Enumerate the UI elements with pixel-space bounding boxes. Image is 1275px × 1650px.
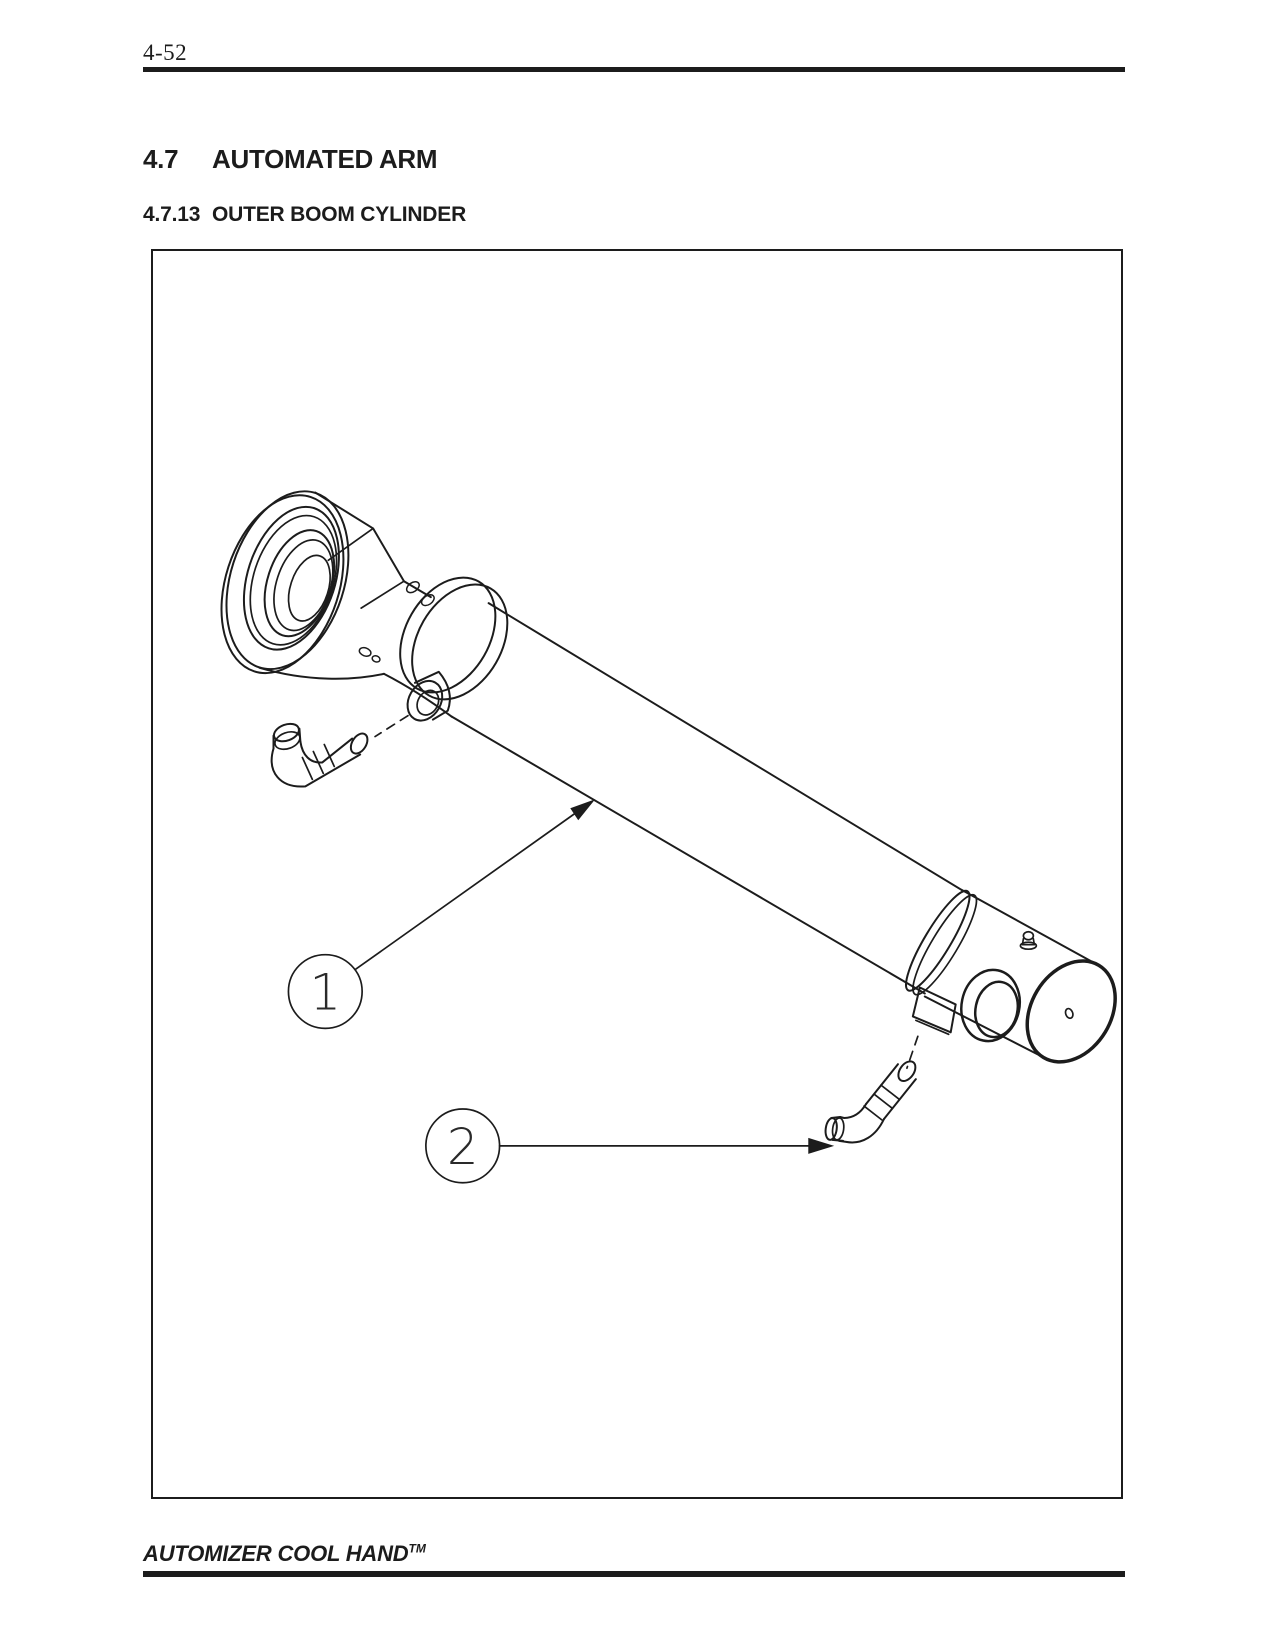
subsection-heading: 4.7.13 OUTER BOOM CYLINDER: [143, 203, 466, 227]
section-number: 4.7: [143, 144, 179, 174]
grease-fitting: [1019, 930, 1038, 951]
section-heading: 4.7 AUTOMATED ARM: [143, 144, 438, 175]
callout-1-arrowhead: [570, 799, 596, 821]
rod-eye: [220, 490, 453, 718]
callout-2-arrowhead: [808, 1137, 835, 1154]
callout-1-number: 1: [309, 963, 341, 1021]
subsection-number: 4.7.13: [143, 203, 201, 226]
pivot-bore: [960, 968, 1022, 1043]
figure-frame: 1 2: [151, 249, 1123, 1499]
elbow-fitting-1: [270, 722, 369, 788]
trademark-symbol: TM: [408, 1541, 426, 1556]
centerline-1: [374, 714, 409, 738]
port-boss: [406, 670, 451, 722]
page-number: 4-52: [143, 40, 188, 65]
footer-rule: [143, 1571, 1125, 1577]
footer-brand-text: AUTOMIZER COOL HAND: [143, 1541, 409, 1566]
centerline-2: [906, 1035, 919, 1070]
subsection-title: OUTER BOOM CYLINDER: [212, 203, 467, 226]
gland-collar: [399, 576, 509, 701]
section-title: AUTOMATED ARM: [212, 144, 438, 174]
callout-2-number: 2: [447, 1118, 479, 1176]
elbow-fitting-2: [824, 1060, 917, 1144]
port-block: [911, 986, 957, 1036]
header-rule: [143, 67, 1125, 72]
cap-end: [905, 888, 1117, 1064]
callout-2: [425, 1108, 835, 1184]
footer-brand: AUTOMIZER COOL HANDTM: [143, 1541, 426, 1567]
callout-1-leader: [354, 812, 577, 971]
callout-1-balloon: [287, 953, 363, 1030]
cylinder-diagram: 1 2: [220, 490, 1117, 1184]
cylinder-barrel: [450, 602, 963, 995]
callout-1: [287, 799, 596, 1030]
